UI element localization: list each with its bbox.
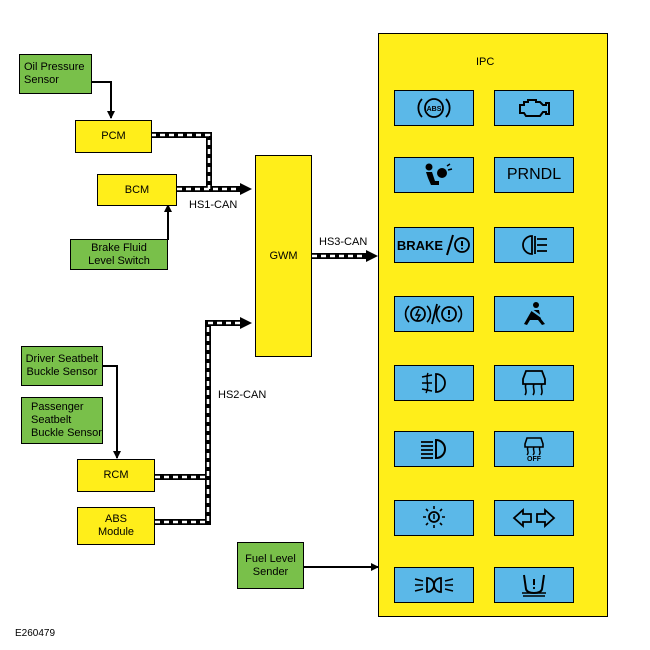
turn-signal-tile [494, 500, 574, 536]
hs3-can-label: HS3-CAN [319, 236, 368, 248]
oil-pressure-sensor: Oil Pressure Sensor [19, 54, 92, 94]
pcm-module: PCM [75, 120, 152, 153]
fuel-level-sender: Fuel Level Sender [237, 542, 304, 589]
turn-signal-icon [512, 507, 556, 529]
abs-warning-tile: ABS [394, 90, 474, 126]
abs-module: ABS Module [77, 507, 155, 545]
wire-driver-to-rcm [103, 365, 121, 459]
brake-text: BRAKE [396, 237, 444, 253]
seatbelt-icon [524, 302, 545, 325]
traction-control-off-icon [524, 436, 544, 455]
passenger-seatbelt-buckle-sensor: Passenger Seatbelt Buckle Sensor [21, 397, 103, 444]
prndl-tile: PRNDL [494, 157, 574, 193]
abs-icon: ABS [417, 98, 451, 118]
traction-control-icon [522, 370, 546, 396]
tire-pressure-tile [494, 567, 574, 603]
brake-warning-icon [446, 234, 471, 256]
wire-oil-to-pcm [91, 81, 115, 119]
solid-wires [91, 81, 379, 571]
engine-check-tile [494, 90, 574, 126]
engine-check-icon [519, 99, 550, 117]
side-lamps-icon [414, 577, 454, 593]
figure-id: E260479 [15, 628, 56, 639]
high-beam-tile [394, 431, 474, 467]
rear-fog-tile [494, 227, 574, 263]
gwm-module: GWM [255, 155, 312, 357]
rear-fog-icon [522, 235, 547, 255]
front-fog-icon [421, 372, 446, 394]
traction-control-off-tile: OFF [494, 431, 574, 467]
seatbelt-tile [494, 296, 574, 332]
svg-text:ABS: ABS [427, 106, 442, 113]
traction-control-tile [494, 365, 574, 401]
front-fog-tile [394, 365, 474, 401]
airbag-tile [394, 157, 474, 193]
prndl-text: PRNDL [506, 166, 562, 183]
driver-seatbelt-buckle-sensor: Driver Seatbelt Buckle Sensor [21, 346, 103, 386]
bcm-module: BCM [97, 174, 177, 206]
airbag-icon [425, 163, 453, 185]
bulb-failure-icon [423, 506, 445, 528]
bulb-failure-tile [394, 500, 474, 536]
tire-pressure-icon [522, 574, 546, 597]
brake-fluid-level-switch: Brake Fluid Level Switch [70, 239, 168, 270]
hs1-can-label: HS1-CAN [189, 199, 238, 211]
can-buses [151, 132, 378, 525]
brake-warning-tile: BRAKE [394, 227, 474, 263]
hs2-can-label: HS2-CAN [218, 389, 267, 401]
ipc-label: IPC [476, 56, 495, 68]
parking-brake-icon [404, 303, 463, 325]
parking-brake-tile [394, 296, 474, 332]
side-lamps-tile [394, 567, 474, 603]
high-beam-icon [421, 438, 446, 460]
rcm-module: RCM [77, 459, 155, 492]
off-text: OFF [527, 455, 541, 463]
